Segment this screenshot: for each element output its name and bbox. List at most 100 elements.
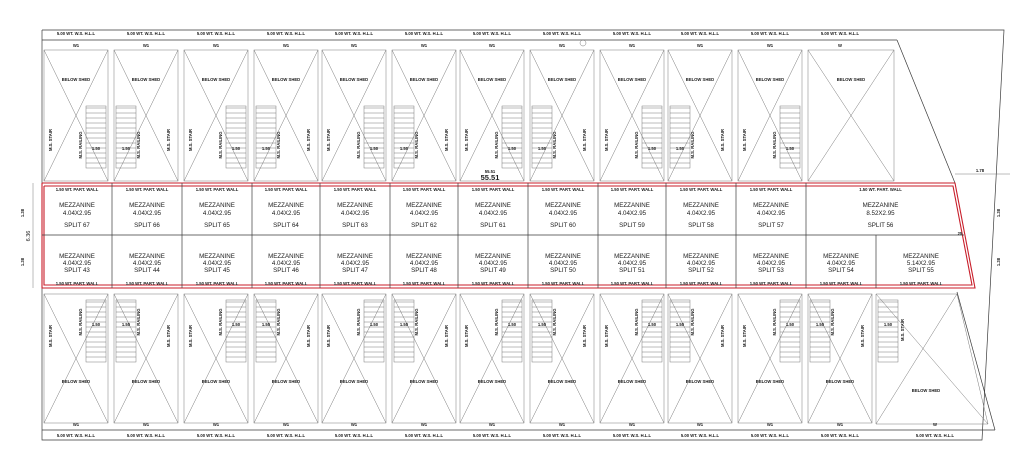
shed-cross-b <box>807 293 873 424</box>
window-label: W1 <box>213 43 220 48</box>
stair-dim: 1.50 <box>676 322 685 327</box>
stair <box>501 299 523 363</box>
stair-dim: 1.50 <box>786 146 795 151</box>
bay-outline <box>391 293 457 424</box>
shed-cross-b <box>253 293 319 424</box>
stair-dim: 1.50 <box>676 146 685 151</box>
stair-dim: 1.50 <box>370 322 379 327</box>
split-label: SPLIT 49 <box>480 267 506 274</box>
stair-dim: 1.50 <box>648 322 657 327</box>
shed-cross-b <box>459 293 525 424</box>
wall-label: 5.00 WT. W.S. H.L.L <box>267 31 306 36</box>
split-label: SPLIT 46 <box>273 267 299 274</box>
bay-outline <box>667 293 733 424</box>
window-label: W1 <box>351 43 358 48</box>
below-shed-label: BELOW SHED <box>912 388 940 393</box>
below-shed-label: BELOW SHED <box>132 77 160 82</box>
railing-label: M.S. RAILING <box>78 132 83 159</box>
shed-cross-b <box>253 49 319 182</box>
partition-label: 1.50 WT. PART. WALL <box>472 187 515 192</box>
wall-label: 5.00 WT. W.S. H.L.L <box>335 433 374 438</box>
corridor-dimension-small: 55.51 <box>485 169 496 174</box>
shed-cross-b <box>183 49 249 182</box>
bay-outline <box>529 293 595 424</box>
split-label: SPLIT 50 <box>550 267 576 274</box>
wall-label: 5.00 WT. W.S. H.L.L <box>405 31 444 36</box>
split-label: SPLIT 58 <box>688 222 714 229</box>
stair-dim: 1.50 <box>508 146 517 151</box>
ms-stair-label: M.S. STAIR <box>720 129 725 151</box>
cell-dimension: 4.04X2.95 <box>687 260 716 267</box>
split-label: SPLIT 65 <box>204 222 230 229</box>
wall-label: 5.00 WT. W.S. H.L.L <box>543 433 582 438</box>
window-label: W <box>838 43 842 48</box>
below-shed-label: BELOW SHED <box>618 379 646 384</box>
stair <box>393 105 415 169</box>
ms-stair-label: M.S. STAIR <box>306 325 311 347</box>
window-label: W1 <box>489 422 496 427</box>
wall-label: 5.00 WT. W.S. H.L.L <box>197 433 236 438</box>
shed-cross-b <box>667 293 733 424</box>
wall-label: 5.00 WT. W.S. H.L.L <box>127 31 166 36</box>
mezzanine-label: MEZZANINE <box>863 202 899 209</box>
stair-dim: 1.50 <box>400 146 409 151</box>
wall-label: 5.00 WT. W.S. H.L.L <box>681 31 720 36</box>
stair <box>85 299 107 363</box>
railing-label: M.S. RAILING <box>690 309 695 336</box>
stair-dim: 1.50 <box>786 322 795 327</box>
wall-label: 5.00 WT. W.S. H.L.L <box>916 433 955 438</box>
shed-cross-b <box>391 49 457 182</box>
railing-label: M.S. RAILING <box>772 309 777 336</box>
stair <box>531 299 553 363</box>
below-shed-label: BELOW SHED <box>410 77 438 82</box>
cell-dimension: 4.04X2.95 <box>618 210 647 217</box>
stair <box>115 105 137 169</box>
cell-dimension: 4.04X2.95 <box>479 260 508 267</box>
partition-label: 1.50 WT. PART. WALL <box>334 281 377 286</box>
railing-label: M.S. RAILING <box>136 132 141 159</box>
stair-dim: 1.50 <box>262 322 271 327</box>
bay-outline <box>529 49 595 182</box>
cell-dimension: 4.04X2.95 <box>757 260 786 267</box>
wall-label: 5.00 WT. W.S. H.L.L <box>473 31 512 36</box>
window-label: W1 <box>697 422 704 427</box>
mezzanine-label: MEZZANINE <box>683 253 719 260</box>
plan-outline <box>41 29 1005 441</box>
stair <box>641 105 663 169</box>
window-label: W1 <box>213 422 220 427</box>
wall-label: 5.00 WT. W.S. H.L.L <box>681 433 720 438</box>
stair-dim: 1.50 <box>122 322 131 327</box>
cell-dimension: 4.04X2.95 <box>133 210 162 217</box>
ms-stair-label: M.S. STAIR <box>444 325 449 347</box>
below-shed-label: BELOW SHED <box>548 379 576 384</box>
split-label: SPLIT 64 <box>273 222 299 229</box>
stair-dim: 1.50 <box>232 322 241 327</box>
railing-label: M.S. RAILING <box>494 132 499 159</box>
below-shed-label: BELOW SHED <box>62 379 90 384</box>
ms-stair-label: M.S. STAIR <box>720 325 725 347</box>
stair <box>669 299 691 363</box>
mezzanine-label: MEZZANINE <box>614 202 650 209</box>
partition-label: 1.50 WT. PART. WALL <box>542 187 585 192</box>
partition-label: 1.50 WT. PART. WALL <box>750 187 793 192</box>
stair <box>85 105 107 169</box>
railing-label: M.S. RAILING <box>494 309 499 336</box>
bay-outline <box>737 293 803 424</box>
mezzanine-label: MEZZANINE <box>545 253 581 260</box>
shed-cross-b <box>599 293 665 424</box>
bay-outline <box>459 49 525 182</box>
ms-stair-label: M.S. STAIR <box>166 129 171 151</box>
shed-cross-b <box>807 49 895 182</box>
partition-label: 1.50 WT. PART. WALL <box>820 281 863 286</box>
window-label: W1 <box>143 43 150 48</box>
ms-stair-label: M.S. STAIR <box>48 325 53 347</box>
stair-dim: 1.50 <box>508 322 517 327</box>
split-label: SPLIT 53 <box>758 267 784 274</box>
right-dimension-top: 1.78 <box>976 168 985 173</box>
shed-cross-b <box>875 293 958 425</box>
